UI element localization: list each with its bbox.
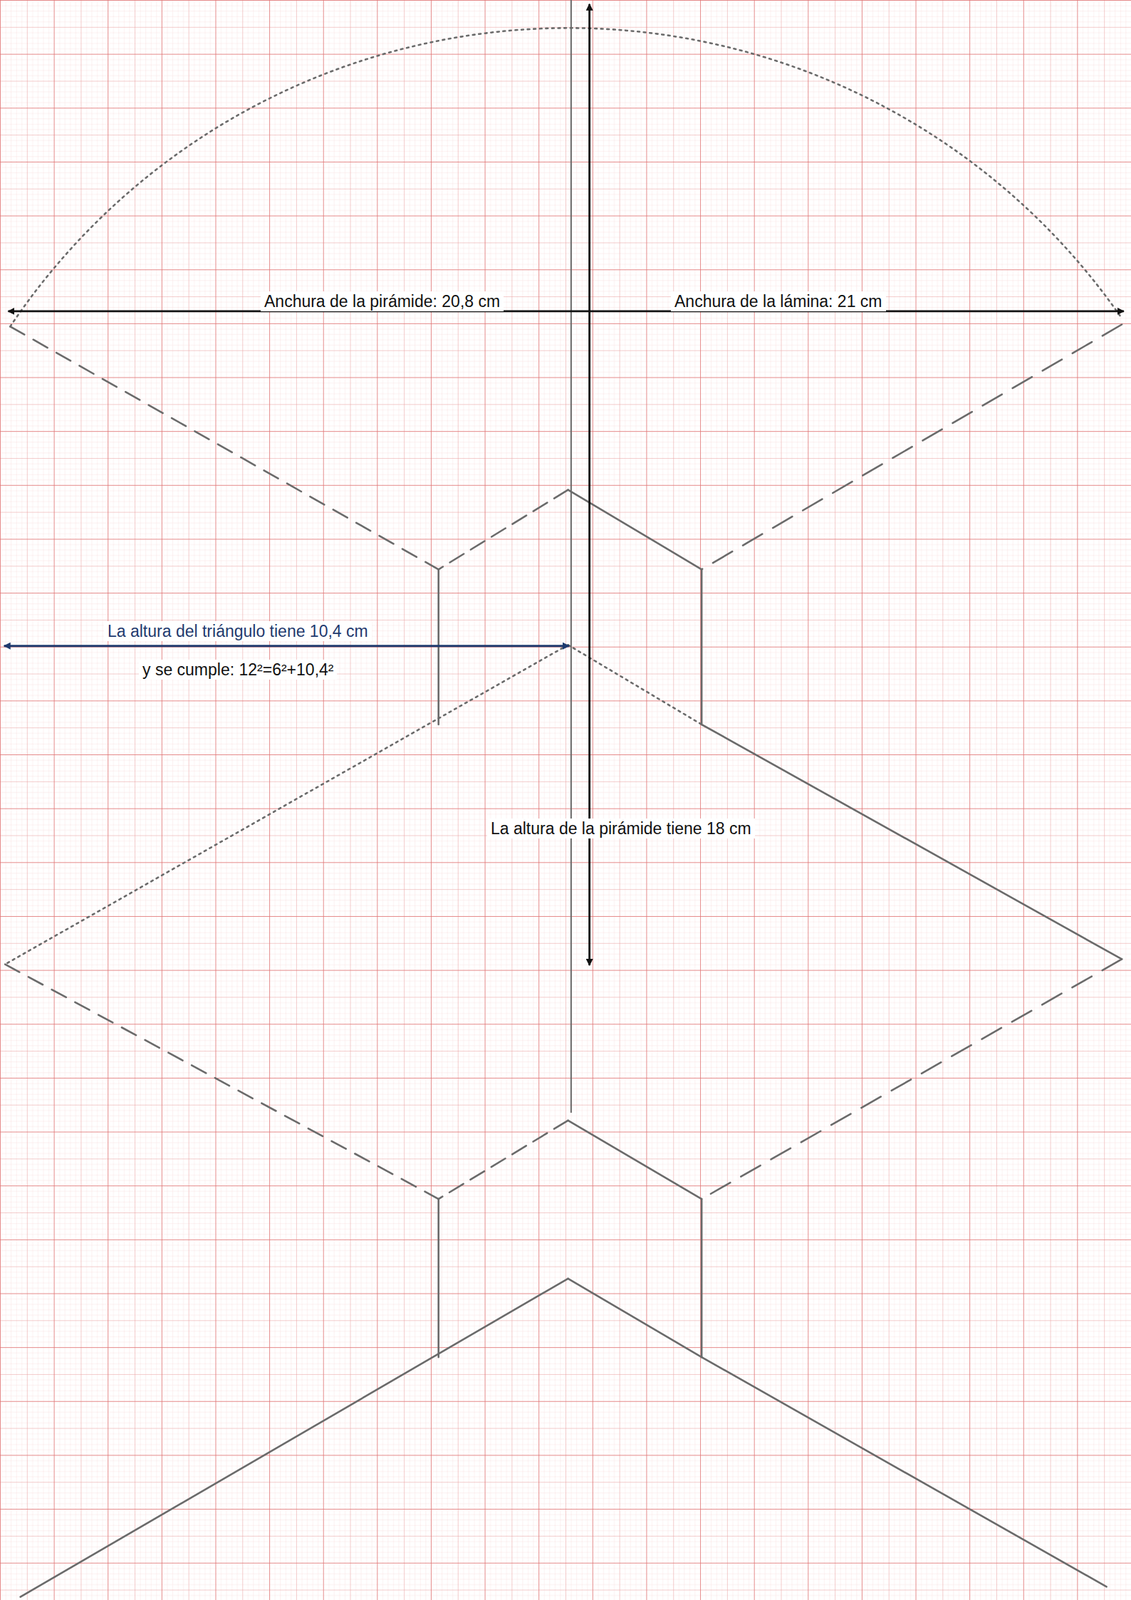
dimension-label: Anchura de la pirámide: 20,8 cm	[260, 291, 504, 312]
pencil-lines	[4, 0, 1122, 1597]
dimension-label: La altura del triángulo tiene 10,4 cm	[103, 621, 372, 641]
dimension-label: Anchura de la lámina: 21 cm	[670, 291, 886, 312]
dimension-label: y se cumple: 12²=6²+10,4²	[138, 659, 337, 680]
dimension-label: La altura de la pirámide tiene 18 cm	[487, 818, 755, 839]
dimension-arrows	[4, 4, 1124, 966]
